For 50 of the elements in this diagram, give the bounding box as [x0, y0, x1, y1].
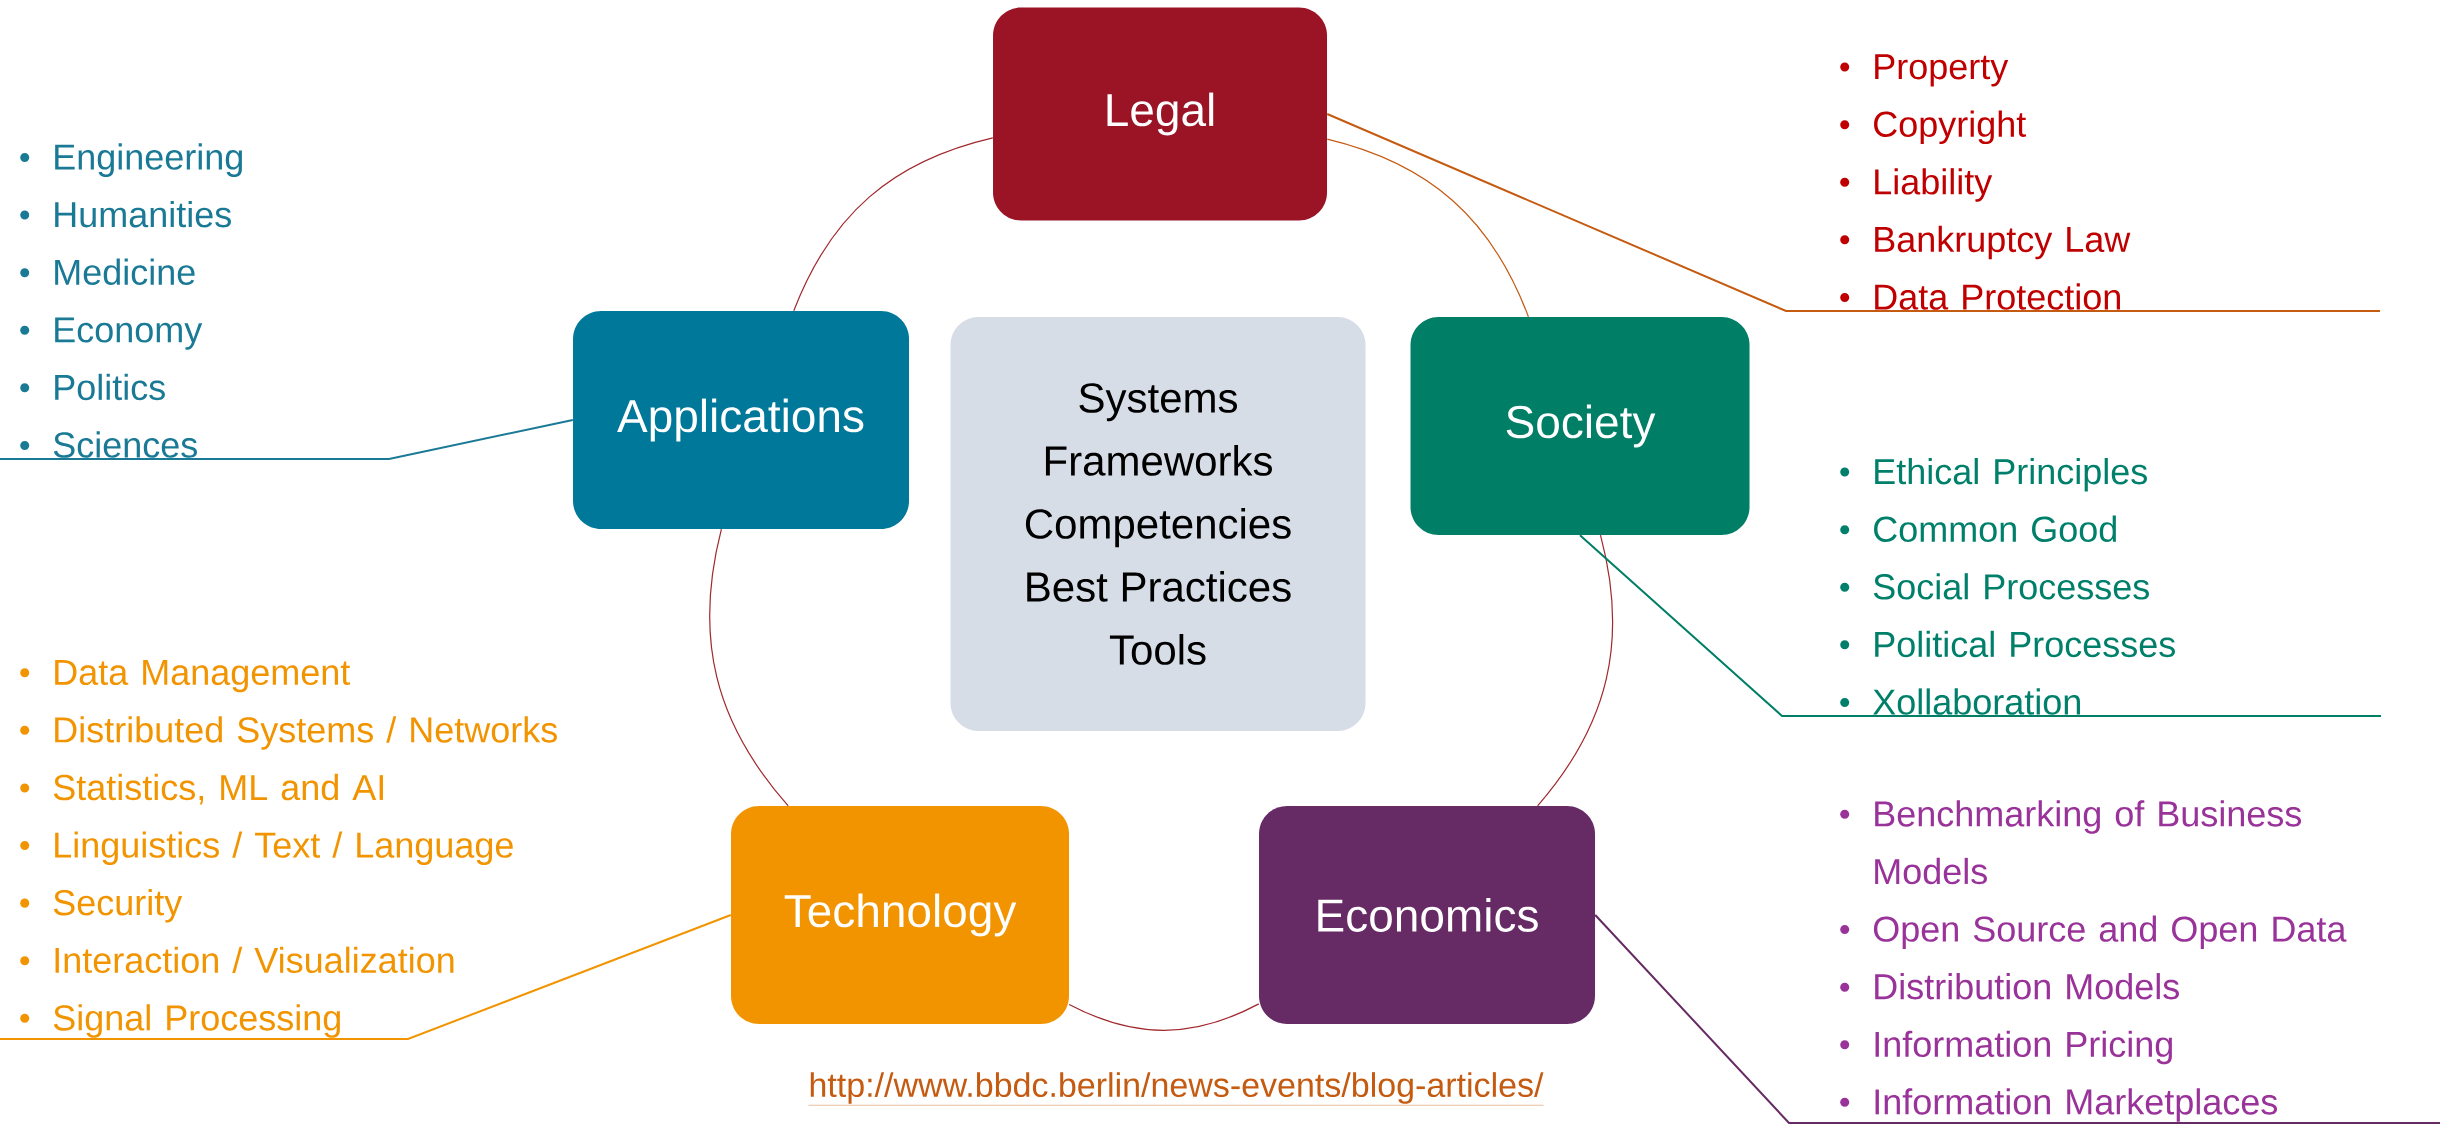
node-label: Information Pricing — [1875, 1030, 2172, 1065]
node-label: Data Management — [55, 659, 351, 693]
node-label: Sciences — [53, 431, 197, 458]
category-box: Economics — [1259, 806, 1595, 1024]
node-label: Political Processes — [1875, 630, 2175, 658]
circle-arc — [793, 137, 994, 312]
circle-arc — [1537, 534, 1614, 807]
category-box: Legal — [993, 7, 1327, 221]
leader-line — [0, 419, 574, 460]
node-label: Politics — [55, 373, 165, 401]
bullet-list: Data Management Distributed Systems / Networks Statistics, ML and AI Linguistics / Text / Language Security Interaction / Visualization Signal Processing — [20, 659, 557, 1038]
category-box: Applications — [573, 311, 909, 529]
node-label: Social Processes — [1873, 573, 2149, 600]
node-label: Bankruptcy Law — [1875, 225, 2131, 260]
leader-line — [1579, 534, 2382, 717]
center-box: Systems Frameworks Competencies Best Practices Tools — [950, 317, 1366, 731]
node-label: Linguistics / Text / Language — [55, 831, 513, 865]
node-label: Common Good — [1874, 515, 2116, 542]
bullet-list: Benchmarking of Business Models Open Source and Open Data Distribution Models Information Pricing Information Marketplaces — [1840, 800, 2347, 1122]
node-label: Property — [1875, 54, 2009, 87]
circle-arc — [1326, 138, 1530, 318]
circle-arc — [1068, 1003, 1260, 1031]
node-label: Distributed Systems / Networks — [55, 716, 557, 750]
leader-line — [1594, 914, 2440, 1124]
node-label: Security — [53, 889, 183, 923]
circle-arc — [709, 528, 789, 807]
node-label: Liability — [1875, 168, 1993, 202]
node-label: Economy — [55, 317, 203, 350]
bullet-list: Ethical Principles Common Good Social Processes Political Processes Xollaboration — [1840, 457, 2175, 715]
node-label: Copyright — [1874, 110, 2026, 145]
leader-line — [0, 914, 732, 1040]
node-label: Ethical Principles — [1875, 457, 2147, 492]
link: http://www.bbdc.berlin/news-events/blog-articles/ — [808, 1072, 1544, 1106]
category-box: Technology — [731, 806, 1069, 1024]
node-label: Xollaboration — [1873, 688, 2080, 715]
node-label: Statistics, ML and AI — [53, 773, 383, 805]
category-box: Society — [1410, 317, 1750, 535]
leader-line — [1326, 113, 2381, 312]
bullet-list: Property Copyright Liability Bankruptcy Law Data Protection — [1840, 54, 2131, 310]
node-label: Benchmarking of Business Models — [1875, 800, 2302, 885]
node-label: Distribution Models — [1875, 973, 2179, 1000]
node-label: Information Marketplaces — [1875, 1088, 2278, 1122]
node-label: Signal Processing — [53, 1004, 340, 1038]
bullet-list: Engineering Humanities Medicine Economy Politics Sciences — [20, 143, 242, 458]
node-label: Engineering — [55, 143, 242, 177]
node-label: Interaction / Visualization — [55, 946, 454, 974]
node-label: Data Protection — [1875, 283, 2120, 310]
node-label: Humanities — [55, 200, 231, 228]
node-label: Medicine — [55, 258, 195, 285]
node-label: Open Source and Open Data — [1873, 915, 2347, 949]
